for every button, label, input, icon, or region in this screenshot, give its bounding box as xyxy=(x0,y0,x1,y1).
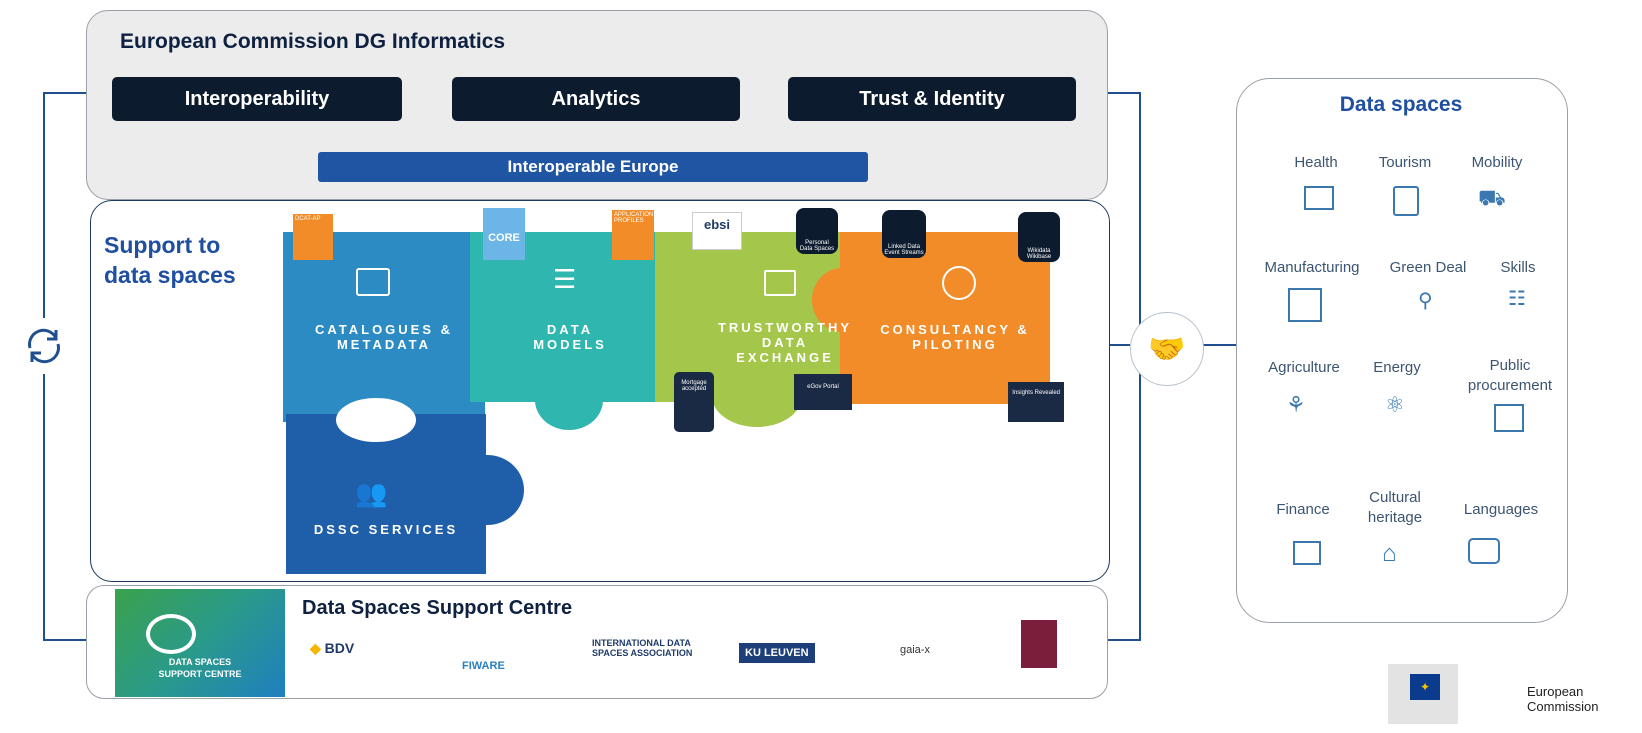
ds-green-deal: Green Deal xyxy=(1389,259,1467,276)
partner-bdv-label: BDV xyxy=(324,640,355,656)
ds-languages: Languages xyxy=(1463,501,1539,518)
chat-globe-icon xyxy=(1468,538,1500,564)
support-title-line2: data spaces xyxy=(104,262,236,288)
dssc-logo-line2: SUPPORT CENTRE xyxy=(158,669,242,679)
drone-icon: ⚘ xyxy=(1286,392,1306,417)
partner-idsa: INTERNATIONAL DATA SPACES ASSOCIATION xyxy=(592,638,693,658)
ds-mobility: Mobility xyxy=(1471,154,1523,171)
puzzle-trustworthy-knob xyxy=(712,365,802,427)
bdv-mark-icon: ◆ xyxy=(310,640,321,656)
dssc-logo-line1: DATA SPACES xyxy=(168,657,232,667)
ds-agriculture: Agriculture xyxy=(1268,359,1340,376)
ds-tourism: Tourism xyxy=(1378,154,1432,171)
partner-bdv: ◆ BDV xyxy=(310,640,354,657)
label-data-models: DATA MODELS xyxy=(470,322,670,352)
monitor-pulse-icon xyxy=(1304,186,1334,210)
label-trustworthy: TRUSTWORTHY DATA EXCHANGE xyxy=(690,320,880,365)
badge-ldes: Linked Data Event Streams xyxy=(882,210,926,258)
label-consultancy-line2: PILOTING xyxy=(912,337,998,352)
puzzle-consultancy-knob xyxy=(812,268,872,332)
support-title: Support to data spaces xyxy=(104,230,236,290)
label-consultancy: CONSULTANCY & PILOTING xyxy=(860,322,1050,352)
label-catalogues: CATALOGUES & METADATA xyxy=(283,322,485,352)
ec-logo-text: European Commission xyxy=(1527,684,1599,714)
pill-analytics: Analytics xyxy=(452,77,740,121)
label-trustworthy-line3: EXCHANGE xyxy=(736,350,834,365)
monitor-icon xyxy=(764,270,796,296)
screen-mortgage: Mortgage accepted xyxy=(674,372,714,432)
route-icon: ⛟ xyxy=(1478,185,1506,210)
pill-interoperability: Interoperability xyxy=(112,77,402,121)
partner-gaia-x: gaia-x xyxy=(900,644,930,656)
badge-dcat: DCAT-AP xyxy=(293,214,333,260)
dssc-logo xyxy=(115,589,285,697)
ec-logo-line2: Commission xyxy=(1527,699,1599,714)
podcast-icon xyxy=(942,266,976,300)
dssc-logo-text: DATA SPACES SUPPORT CENTRE xyxy=(115,656,285,680)
cart-check-icon xyxy=(1494,404,1524,432)
puzzle-notch xyxy=(336,398,416,442)
people-icon: ☷ xyxy=(1508,288,1526,310)
label-consultancy-line1: CONSULTANCY & xyxy=(880,322,1030,337)
ds-skills: Skills xyxy=(1500,259,1536,276)
pill-trust-identity: Trust & Identity xyxy=(788,77,1076,121)
data-spaces-panel xyxy=(1236,78,1568,623)
bulb-icon: ⚛ xyxy=(1385,392,1405,417)
robot-arm-icon xyxy=(1288,288,1322,322)
badge-personal-data-spaces: Personal Data Spaces xyxy=(796,208,838,254)
plug-leaf-icon: ⚲ xyxy=(1418,290,1433,312)
puzzle-consultancy xyxy=(840,232,1050,404)
label-catalogues-line2: METADATA xyxy=(336,337,432,352)
museum-icon: ⌂ xyxy=(1382,540,1397,567)
university-crest-icon xyxy=(1021,620,1057,668)
label-trustworthy-line1: TRUSTWORTHY xyxy=(717,320,853,335)
badge-wikidata: Wikidata Wikibase xyxy=(1018,212,1060,262)
screen-insights: Insights Revealed xyxy=(1008,382,1064,422)
support-title-line1: Support to xyxy=(104,232,221,258)
ds-cultural-heritage: Cultural heritage xyxy=(1367,489,1423,526)
label-data-models-line2: MODELS xyxy=(533,337,607,352)
data-spaces-title: Data spaces xyxy=(1339,93,1463,116)
badge-core: CORE xyxy=(483,208,525,260)
ds-manufacturing: Manufacturing xyxy=(1264,259,1360,276)
label-data-models-line1: DATA xyxy=(546,322,594,337)
badge-ebsi: ebsi xyxy=(692,212,742,250)
badge-app-profiles: APPLICATION PROFILES xyxy=(612,210,654,260)
dssc-logo-mark xyxy=(146,614,196,654)
ticket-icon xyxy=(1393,186,1419,216)
dg-informatics-title: European Commission DG Informatics xyxy=(120,30,506,53)
puzzle-dssc-services-knob xyxy=(450,455,524,525)
screen-egov: eGov Portal xyxy=(794,374,852,410)
label-dssc-services: DSSC SERVICES xyxy=(313,522,459,537)
eu-flag-icon: ✦ xyxy=(1410,674,1440,700)
money-screen-icon xyxy=(1293,541,1321,565)
partner-fiware: FIWARE xyxy=(462,660,505,672)
label-catalogues-line1: CATALOGUES & xyxy=(314,322,454,337)
dssc-title: Data Spaces Support Centre xyxy=(302,597,573,619)
ds-health: Health xyxy=(1294,154,1338,171)
ds-energy: Energy xyxy=(1373,359,1421,376)
folder-icon xyxy=(356,268,390,296)
interoperable-europe-bar: Interoperable Europe xyxy=(318,152,868,182)
puzzle-data-models-knob xyxy=(535,370,603,430)
partner-ku-leuven: KU LEUVEN xyxy=(739,643,815,663)
ds-finance: Finance xyxy=(1276,501,1330,518)
handshake-icon: 🤝 xyxy=(1130,312,1204,386)
sync-icon xyxy=(16,318,72,374)
ec-logo-line1: European xyxy=(1527,684,1584,699)
list-icon: ☰ xyxy=(553,264,577,294)
people-group-icon: 👥 xyxy=(355,478,388,508)
label-trustworthy-line2: DATA xyxy=(761,335,809,350)
ds-public-procurement: Public procurement xyxy=(1467,357,1553,394)
